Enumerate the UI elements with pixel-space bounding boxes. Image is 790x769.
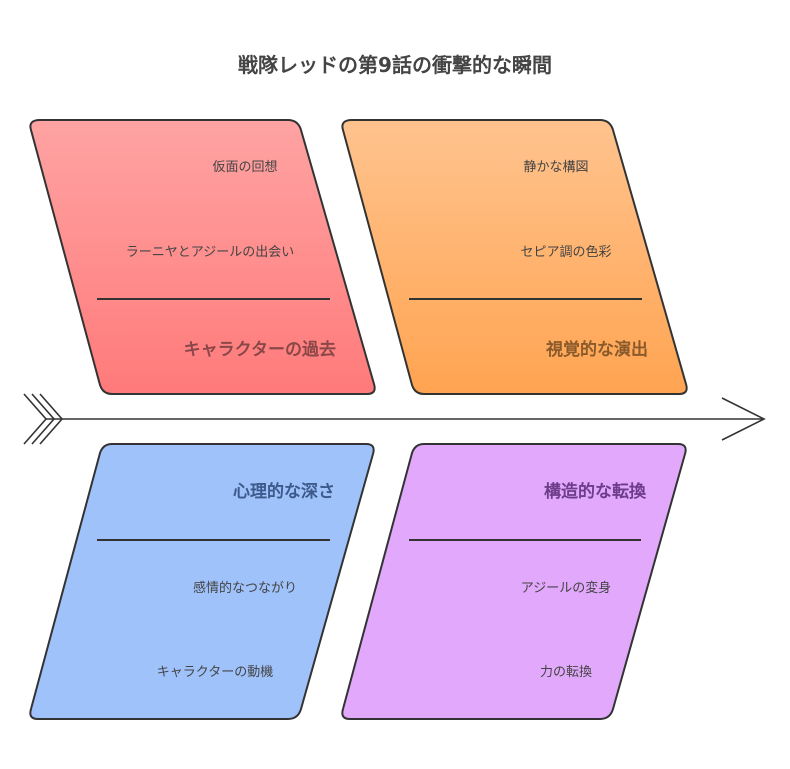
category-box-psychological-depth: 心理的な深さ 感情的なつながり キャラクターの動機 bbox=[29, 443, 375, 720]
cause-item: キャラクターの動機 bbox=[157, 665, 273, 680]
category-label: 心理的な深さ bbox=[233, 481, 335, 502]
diagram-title: 戦隊レッドの第9話の衝撃的な瞬間 bbox=[238, 53, 552, 77]
cause-item: 感情的なつながり bbox=[193, 580, 297, 596]
cause-item: 仮面の回想 bbox=[212, 159, 277, 175]
category-box-visual-direction: 静かな構図 セピア調の色彩 視覚的な演出 bbox=[341, 119, 688, 395]
category-label: キャラクターの過去 bbox=[184, 339, 336, 360]
category-box-character-past: 仮面の回想 ラーニヤとアジールの出会い キャラクターの過去 bbox=[29, 119, 376, 395]
cause-item: アジールの変身 bbox=[521, 580, 611, 596]
cause-item: 力の転換 bbox=[540, 665, 592, 680]
spine-arrow bbox=[23, 393, 766, 445]
cause-item: セピア調の色彩 bbox=[520, 244, 611, 260]
cause-item: ラーニヤとアジールの出会い bbox=[126, 245, 294, 260]
category-box-structural-shift: 構造的な転換 アジールの変身 力の転換 bbox=[341, 443, 687, 720]
category-label: 視覚的な演出 bbox=[545, 339, 648, 360]
category-label: 構造的な転換 bbox=[544, 481, 647, 502]
cause-item: 静かな構図 bbox=[523, 160, 588, 175]
